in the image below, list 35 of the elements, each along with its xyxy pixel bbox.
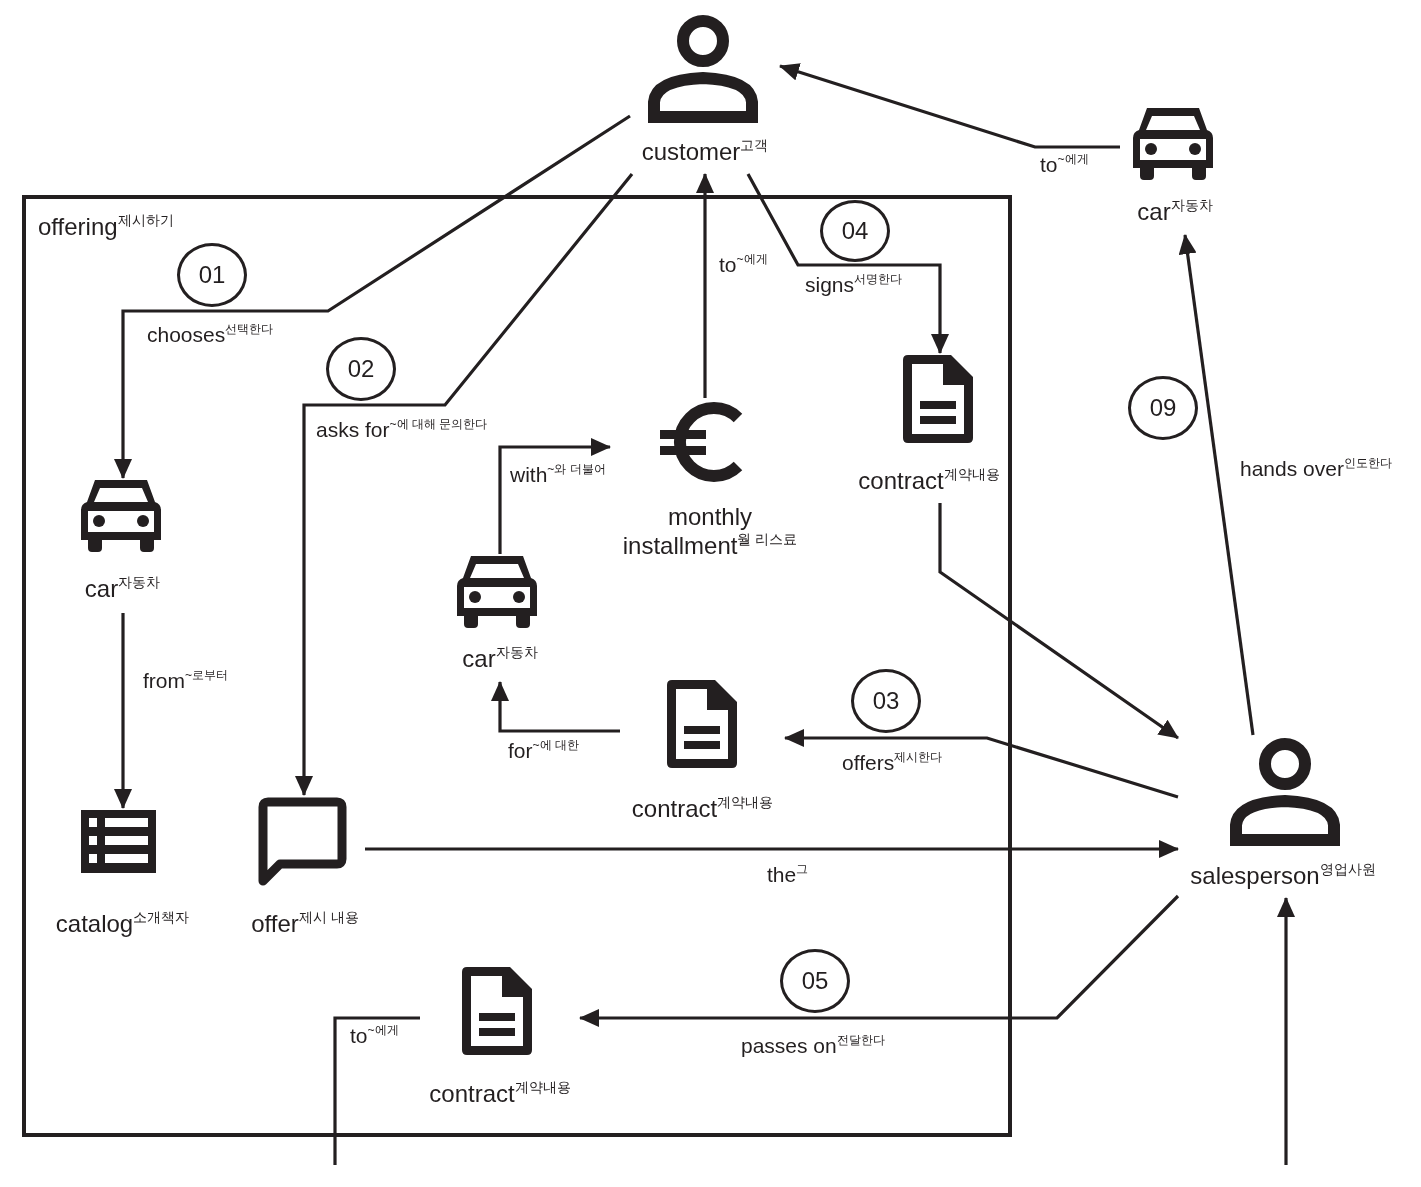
arrow bbox=[1277, 897, 1295, 1165]
arrow bbox=[784, 729, 1179, 799]
arrow bbox=[498, 438, 611, 554]
icon-label: customer$^{고객}$ bbox=[640, 138, 770, 167]
arrow bbox=[1178, 234, 1255, 736]
icon-label: contract$^{계약내용}$ bbox=[428, 1080, 572, 1109]
icon-label: monthly installment$^{월 리스료}$ bbox=[621, 503, 799, 561]
step-circle: 03 bbox=[851, 669, 921, 733]
step-circle: 05 bbox=[780, 949, 850, 1013]
arrow bbox=[938, 503, 1179, 740]
arrow bbox=[114, 613, 132, 809]
step-circle: 02 bbox=[326, 337, 396, 401]
connector-line bbox=[333, 1016, 420, 1165]
step-circle: 04 bbox=[820, 200, 890, 262]
icon-label: catalog$^{소개책자}$ bbox=[54, 910, 191, 939]
icon-label: offer$^{제시 내용}$ bbox=[250, 910, 360, 939]
arrow bbox=[779, 63, 1120, 149]
arrow bbox=[114, 114, 631, 479]
icon-label: car$^{자동차}$ bbox=[461, 645, 539, 674]
icon-label: car$^{자동차}$ bbox=[83, 575, 162, 604]
arrow bbox=[365, 840, 1179, 858]
arrow bbox=[746, 173, 949, 354]
arrow bbox=[696, 173, 714, 398]
edge-label: passes on$^{전달한다}$ bbox=[739, 1033, 887, 1059]
icon-label: car$^{자동차}$ bbox=[1136, 198, 1214, 227]
step-circle: 01 bbox=[177, 243, 247, 307]
icon-label: salesperson$^{영업사원}$ bbox=[1189, 862, 1377, 891]
icon-label: contract$^{계약내용}$ bbox=[630, 795, 775, 824]
step-circle: 09 bbox=[1128, 376, 1198, 440]
arrow bbox=[579, 894, 1180, 1027]
icon-label: contract$^{계약내용}$ bbox=[857, 467, 1001, 496]
frame-heading: offering$^{제시하기}$ bbox=[38, 213, 174, 242]
edge-label: signs$^{서명한다}$ bbox=[803, 272, 905, 298]
arrow bbox=[295, 173, 634, 796]
arrow bbox=[491, 681, 620, 733]
